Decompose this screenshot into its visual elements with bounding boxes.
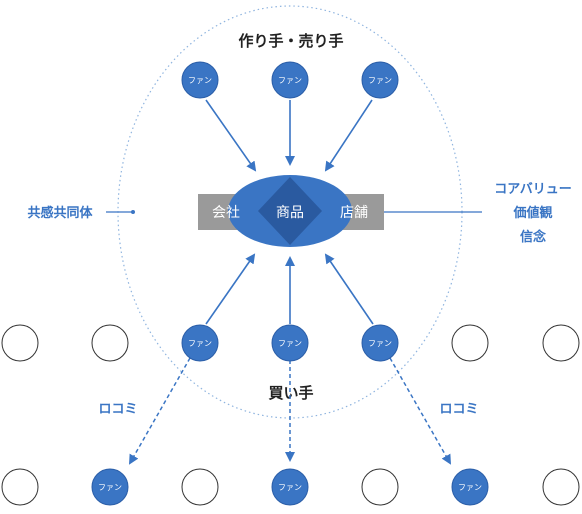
makers-sellers-label: 作り手・売り手 xyxy=(238,32,343,50)
core-values-label: コアバリュー xyxy=(494,182,571,197)
fan-node-top-3: ファン xyxy=(361,61,399,99)
fan-node-mid-2: ファン xyxy=(271,324,309,362)
person-node-bottom-1 xyxy=(1,468,39,506)
word-of-mouth-left-label: ロコミ xyxy=(98,402,137,417)
fan-node-label: ファン xyxy=(458,483,482,492)
fan-node-label: ファン xyxy=(278,76,302,85)
arrow-mid-left xyxy=(205,253,256,325)
person-node-mid-1 xyxy=(1,324,39,362)
wom-arrow-right xyxy=(389,357,451,465)
person-node-bottom-2 xyxy=(181,468,219,506)
community-connector-dot xyxy=(131,210,135,214)
fan-node-label: ファン xyxy=(188,339,212,348)
center-diamond xyxy=(258,177,322,245)
fan-node-mid-3: ファン xyxy=(361,324,399,362)
arrow-top-left xyxy=(205,99,257,172)
fan-node-bottom-3: ファン xyxy=(451,468,489,506)
fan-node-label: ファン xyxy=(278,339,302,348)
wom-arrow-left xyxy=(129,357,191,465)
arrow-top-right xyxy=(324,99,373,172)
values-label: 価値観 xyxy=(512,205,552,221)
beliefs-label: 信念 xyxy=(520,229,546,245)
person-node-bottom-3 xyxy=(361,468,399,506)
fan-node-label: ファン xyxy=(368,76,392,85)
center-product: 商品 xyxy=(276,205,304,221)
arrow-mid-right xyxy=(324,253,374,325)
fan-node-top-2: ファン xyxy=(271,61,309,99)
fan-node-bottom-2: ファン xyxy=(271,468,309,506)
person-node-mid-2 xyxy=(91,324,129,362)
buyers-label: 買い手 xyxy=(268,384,313,402)
fan-node-label: ファン xyxy=(368,339,392,348)
community-label: 共感共同体 xyxy=(27,205,93,221)
fan-node-bottom-1: ファン xyxy=(91,468,129,506)
word-of-mouth-right-label: ロコミ xyxy=(439,402,478,417)
person-node-mid-3 xyxy=(451,324,489,362)
center-store: 店舗 xyxy=(340,205,368,221)
fan-node-top-1: ファン xyxy=(181,61,219,99)
person-node-mid-4 xyxy=(542,324,580,362)
fan-node-mid-1: ファン xyxy=(181,324,219,362)
fan-node-label: ファン xyxy=(278,483,302,492)
fan-node-label: ファン xyxy=(188,76,212,85)
person-node-bottom-4 xyxy=(542,468,580,506)
fan-node-label: ファン xyxy=(98,483,122,492)
center-company: 会社 xyxy=(212,205,240,221)
